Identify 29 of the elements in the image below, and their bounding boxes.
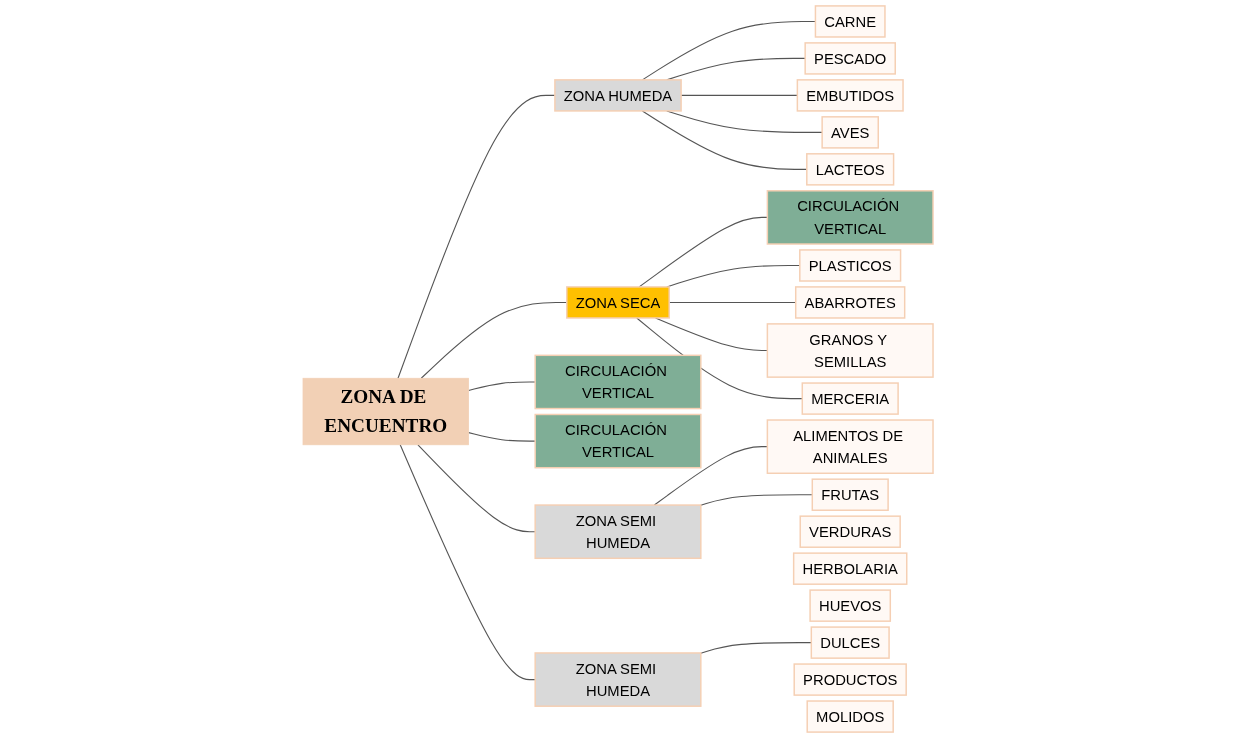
node-box: AVES xyxy=(820,116,879,149)
node-box: LACTEOS xyxy=(805,153,894,186)
node-box: CIRCULACIÓN VERTICAL xyxy=(533,354,702,410)
node-box: ZONA SEMI HUMEDA xyxy=(533,504,702,560)
node-box: MOLIDOS xyxy=(805,700,894,733)
connector xyxy=(668,301,796,303)
node-box: EMBUTIDOS xyxy=(796,79,904,112)
node-box: VERDURAS xyxy=(799,515,901,548)
node-box: ZONA SEMI HUMEDA xyxy=(533,652,702,707)
node-box: DULCES xyxy=(810,626,890,659)
node-box: CIRCULACIÓN VERTICAL xyxy=(766,190,934,245)
node-box: MERCERIA xyxy=(801,382,899,415)
node-box: ZONA HUMEDA xyxy=(553,79,682,112)
node-box: FRUTAS xyxy=(811,478,889,511)
node-box: ABARROTES xyxy=(794,286,905,319)
node-box: GRANOS Y SEMILLAS xyxy=(766,323,934,378)
node-box: ZONA DE ENCUENTRO xyxy=(302,377,469,446)
connector xyxy=(641,110,807,170)
node-box: PESCADO xyxy=(803,42,896,75)
node-box: HERBOLARIA xyxy=(792,552,907,585)
node-box: CARNE xyxy=(814,5,886,38)
node-box: ZONA SECA xyxy=(565,286,670,319)
node-box: PRODUCTOS xyxy=(792,663,907,696)
connector xyxy=(396,94,555,379)
connector xyxy=(420,301,567,379)
node-box: ALIMENTOS DE ANIMALES xyxy=(766,419,934,474)
node-box: PLASTICOS xyxy=(798,249,901,282)
node-box: HUEVOS xyxy=(808,589,891,622)
node-box: CIRCULACIÓN VERTICAL xyxy=(533,413,702,469)
